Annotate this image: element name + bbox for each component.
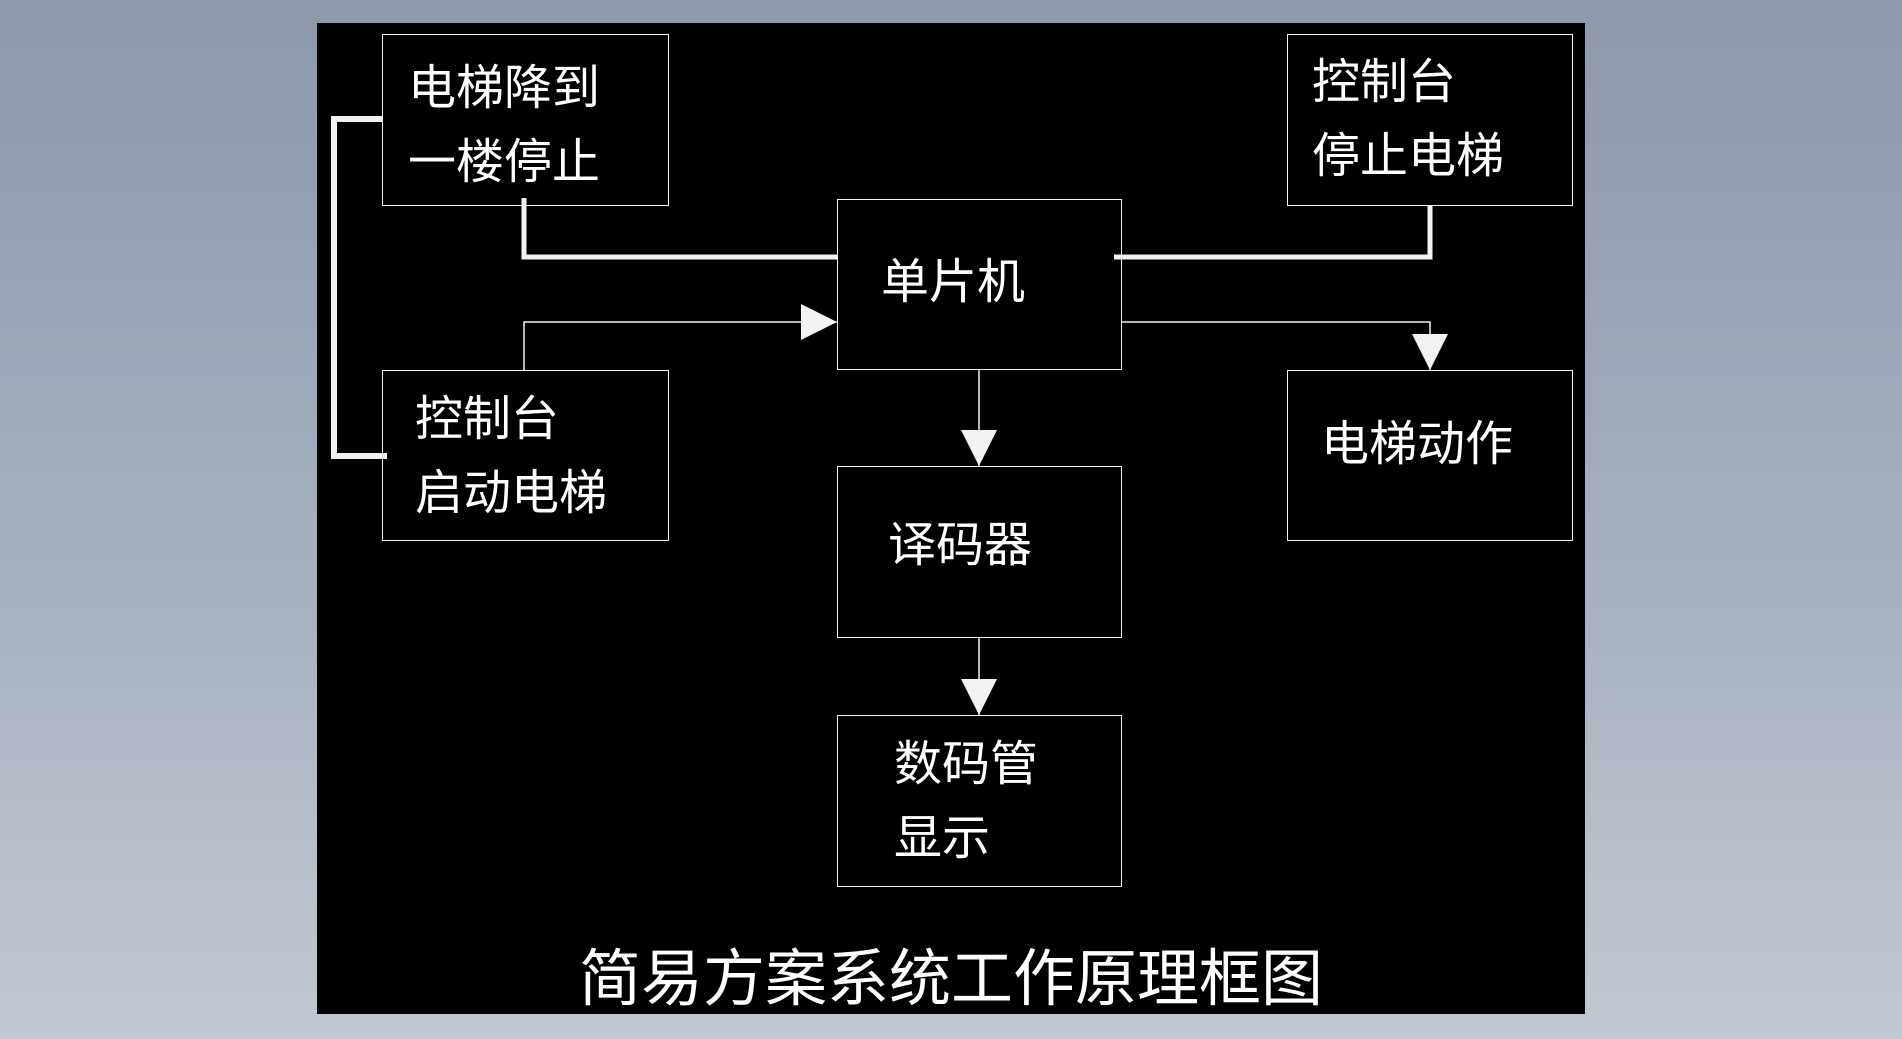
mcu-box: 单片机 <box>837 199 1122 370</box>
decoder-label: 译码器 <box>888 517 1033 573</box>
start-to-mcu-arrow <box>523 304 837 370</box>
display-box: 数码管 显示 <box>837 715 1122 887</box>
elevator-action-box: 电梯动作 <box>1287 370 1573 541</box>
stop-to-mcu-connector <box>1114 206 1433 260</box>
elevator-return-line-1: 电梯降到 <box>408 60 601 116</box>
console-stop-line-2: 停止电梯 <box>1312 128 1505 184</box>
loop-connector <box>331 116 387 459</box>
console-stop-line-1: 控制台 <box>1312 54 1457 110</box>
mcu-label: 单片机 <box>881 254 1026 310</box>
display-line-1: 数码管 <box>894 736 1039 792</box>
decoder-box: 译码器 <box>837 466 1122 638</box>
elevator-action-label: 电梯动作 <box>1321 416 1514 472</box>
diagram-canvas: 电梯降到 一楼停止 控制台 停止电梯 单片机 控制台 启动电梯 电梯动作 译码器… <box>317 23 1585 1014</box>
connector-layer <box>331 116 1448 715</box>
mcu-to-action-arrow <box>1121 321 1448 370</box>
console-stop-box: 控制台 停止电梯 <box>1287 34 1573 206</box>
diagram-title: 简易方案系统工作原理框图 <box>578 942 1323 1015</box>
display-line-2: 显示 <box>894 810 991 866</box>
elevator-return-line-2: 一楼停止 <box>408 134 601 190</box>
return-to-mcu-connector <box>521 198 837 260</box>
console-start-line-2: 启动电梯 <box>415 465 608 521</box>
elevator-return-box: 电梯降到 一楼停止 <box>382 34 669 206</box>
console-start-box: 控制台 启动电梯 <box>382 370 669 541</box>
console-start-line-1: 控制台 <box>415 391 560 447</box>
